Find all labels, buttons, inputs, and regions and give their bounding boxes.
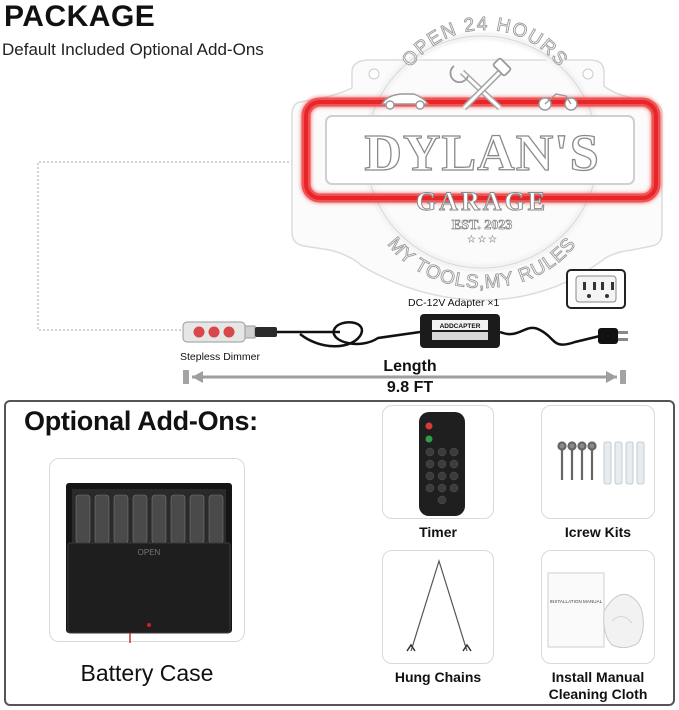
manual-card: INSTALLATION MANUAL	[541, 550, 655, 664]
adapter-label: DC-12V Adapter ×1	[408, 297, 500, 309]
plug-icon	[598, 328, 628, 344]
adapter-brand: ADDCAPTER	[440, 323, 481, 330]
wrench-hammer-icon	[449, 57, 512, 111]
sign-established: EST. 2023	[452, 218, 512, 233]
page-title: PACKAGE	[4, 0, 156, 33]
wall-outlet-icon	[566, 269, 626, 309]
adapter-cable	[499, 326, 601, 346]
page-subtitle: Default Included Optional Add-Ons	[2, 40, 264, 59]
battery-case-label: Battery Case	[80, 660, 214, 686]
battery-case-image: OPEN	[66, 483, 232, 643]
hung-chains-label: Hung Chains	[394, 669, 482, 685]
motorcycle-icon	[538, 93, 578, 111]
sign-stars: ★ ★ ★	[467, 234, 496, 244]
remote-control-image	[419, 412, 465, 516]
length-arrow	[183, 370, 626, 384]
manual-cloth-image: INSTALLATION MANUAL	[547, 572, 644, 649]
manual-cover-text: INSTALLATION MANUAL	[550, 599, 603, 604]
length-value: 9.8 FT	[386, 379, 434, 396]
timer-label: Timer	[419, 524, 457, 540]
hanging-chain-image	[406, 558, 472, 652]
length-label: Length	[383, 358, 437, 375]
sports-car-icon	[380, 93, 430, 110]
battery-case-card: OPEN	[49, 458, 245, 643]
power-cable-coil	[299, 321, 421, 348]
sign-business: GARAGE	[416, 187, 548, 216]
manual-label-line1: Install Manual	[551, 669, 645, 685]
hung-chains-card	[382, 550, 494, 664]
battery-lid-text: OPEN	[138, 548, 161, 557]
stepless-dimmer	[182, 321, 340, 343]
screw-kit-card	[541, 405, 655, 519]
addons-title: Optional Add-Ons:	[24, 406, 258, 436]
timer-card	[382, 405, 494, 519]
manual-label-line2: Cleaning Cloth	[548, 686, 648, 702]
sign-cable	[37, 161, 305, 331]
dimmer-label: Stepless Dimmer	[180, 351, 260, 363]
screw-kit-image	[557, 441, 645, 485]
screw-kit-label: Icrew Kits	[564, 524, 632, 540]
neon-sign-illustration: OPEN 24 HOURS MY TOOLS,MY RULES DYLAN'S …	[37, 13, 663, 384]
sign-name: DYLAN'S	[364, 125, 599, 182]
dc-adapter: ADDCAPTER	[420, 314, 500, 348]
